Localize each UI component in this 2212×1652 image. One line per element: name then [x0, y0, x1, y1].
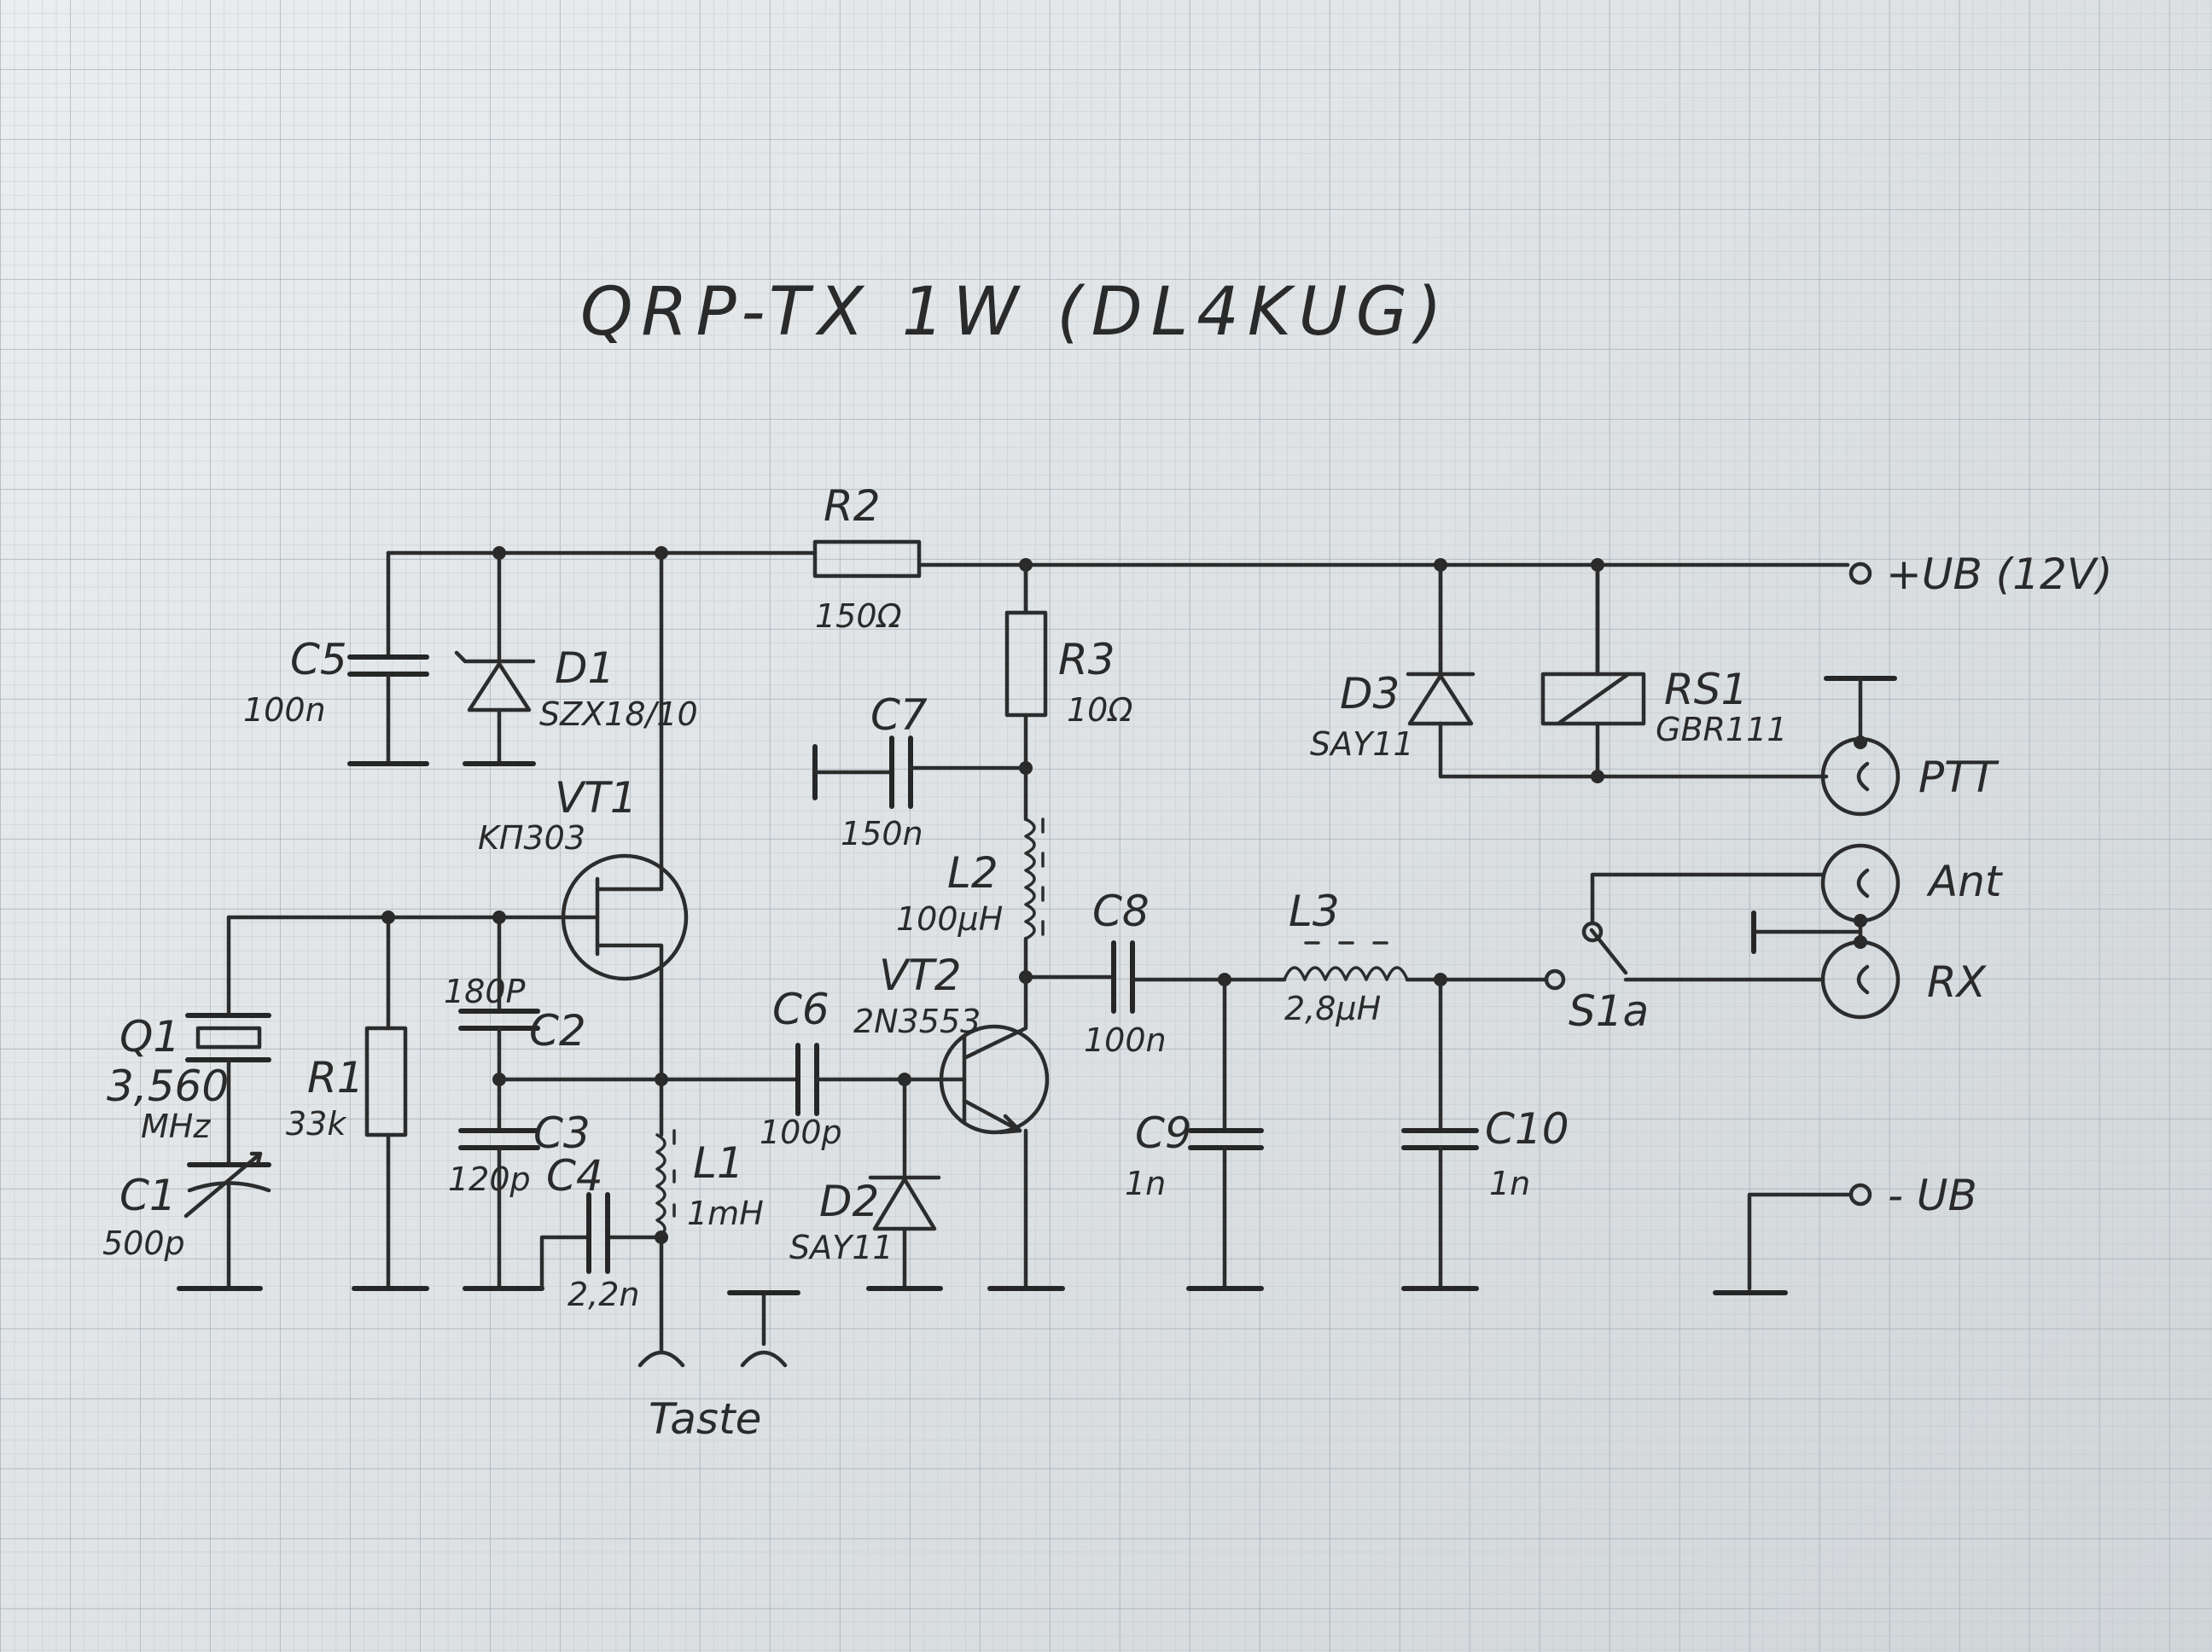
switch-s1a: S1a — [1529, 872, 1825, 1036]
rx-jack: RX — [1820, 939, 1988, 1020]
relay-rs1: RS1 GBR111 — [1540, 562, 1787, 779]
capacitor-c8: C8 100n — [1023, 887, 1287, 1059]
svg-text:2N3553: 2N3553 — [853, 1003, 981, 1040]
source-node-wires — [497, 1077, 800, 1355]
svg-text:VT2: VT2 — [879, 951, 962, 1000]
svg-text:D2: D2 — [819, 1177, 879, 1226]
svg-text:R3: R3 — [1058, 635, 1115, 684]
svg-text:L3: L3 — [1289, 887, 1340, 936]
svg-text:100n: 100n — [243, 691, 326, 729]
capacitor-c2: 180P C2 — [444, 973, 586, 1133]
resistor-r1: R1 33k — [286, 1026, 429, 1291]
supply-plus-terminal: +UB (12V) — [1848, 550, 2113, 599]
jfet-vt1: VT1 KП303 — [478, 773, 689, 1082]
svg-text:100µH: 100µH — [896, 900, 1003, 938]
svg-text:L2: L2 — [947, 848, 998, 898]
jack-ground — [1751, 910, 1867, 954]
svg-text:C9: C9 — [1135, 1108, 1192, 1158]
svg-text:D1: D1 — [555, 643, 614, 693]
svg-text:RS1: RS1 — [1664, 665, 1748, 714]
supply-minus-terminal: - UB — [1713, 1171, 1977, 1295]
inductor-l2: L2 100µH — [896, 817, 1045, 980]
svg-text:2,2n: 2,2n — [568, 1276, 640, 1313]
svg-text:100p: 100p — [760, 1114, 842, 1151]
svg-text:SZX18/10: SZX18/10 — [539, 695, 698, 733]
capacitor-c6: C6 100p — [760, 985, 907, 1151]
diode-d3: D3 SAY11 — [1310, 562, 1829, 779]
svg-text:C4: C4 — [546, 1151, 603, 1201]
svg-text:1mH: 1mH — [687, 1195, 764, 1232]
svg-text:C3: C3 — [533, 1108, 591, 1158]
svg-text:R2: R2 — [824, 481, 881, 531]
capacitor-c7: C7 150n — [812, 690, 1028, 852]
supply-plus-label: +UB (12V) — [1886, 550, 2113, 599]
svg-text:Ant: Ant — [1926, 857, 2004, 906]
svg-text:RX: RX — [1927, 957, 1988, 1007]
svg-text:500p: 500p — [102, 1224, 185, 1262]
svg-text:120p: 120p — [448, 1160, 531, 1198]
svg-text:PTT: PTT — [1918, 753, 2000, 802]
capacitor-c4: C4 2,2n — [546, 1151, 640, 1313]
trimmer-capacitor-c1: C1 500p — [102, 1151, 271, 1291]
ptt-jack: PTT — [1820, 676, 2000, 817]
svg-text:150Ω: 150Ω — [815, 597, 902, 635]
svg-text:C8: C8 — [1092, 887, 1150, 936]
svg-text:S1a: S1a — [1569, 986, 1649, 1036]
transistor-vt2: VT2 2N3553 — [853, 951, 1065, 1291]
resistor-r3: R3 10Ω — [1004, 562, 1132, 822]
svg-text:GBR111: GBR111 — [1656, 711, 1787, 748]
svg-text:VT1: VT1 — [555, 773, 637, 823]
svg-text:D3: D3 — [1340, 669, 1400, 718]
svg-text:C1: C1 — [119, 1171, 177, 1220]
capacitor-c9: C9 1n — [1125, 977, 1264, 1291]
capacitor-c3: C3 120p — [448, 1108, 591, 1291]
crystal-q1: Q1 3,560 MHz — [107, 1012, 271, 1167]
svg-text:L1: L1 — [693, 1138, 744, 1188]
zener-diode-d1: D1 SZX18/10 — [454, 643, 698, 766]
svg-text:C2: C2 — [529, 1006, 586, 1056]
svg-text:SAY11: SAY11 — [1310, 725, 1414, 763]
svg-text:180P: 180P — [444, 973, 526, 1010]
diode-d2: D2 SAY11 — [789, 1077, 943, 1291]
svg-text:10Ω: 10Ω — [1067, 691, 1132, 729]
svg-text:KП303: KП303 — [478, 819, 585, 857]
ant-jack: Ant — [1820, 843, 2004, 923]
svg-text:150n: 150n — [841, 815, 923, 852]
svg-text:3,560: 3,560 — [107, 1062, 229, 1111]
svg-text:Q1: Q1 — [119, 1012, 180, 1062]
capacitor-c5: C5 100n — [243, 635, 429, 766]
svg-text:R1: R1 — [307, 1053, 364, 1102]
key-connector: Taste — [637, 1290, 800, 1444]
capacitor-c10: C10 1n — [1401, 977, 1569, 1291]
svg-text:C5: C5 — [290, 635, 347, 684]
svg-text:C10: C10 — [1485, 1104, 1569, 1154]
svg-text:C7: C7 — [870, 690, 928, 740]
svg-text:1n: 1n — [1489, 1165, 1530, 1202]
svg-text:2,8µH: 2,8µH — [1284, 990, 1381, 1027]
gate-network — [226, 915, 566, 1031]
svg-text:33k: 33k — [286, 1105, 347, 1143]
svg-text:100n: 100n — [1084, 1021, 1167, 1059]
svg-text:MHz: MHz — [141, 1108, 211, 1145]
schematic-title: QRP-TX 1W (DL4KUG) — [580, 274, 1451, 351]
svg-text:C6: C6 — [772, 985, 830, 1034]
inductor-l3: L3 2,8µH — [1283, 887, 1534, 1027]
svg-text:- UB: - UB — [1888, 1171, 1977, 1220]
svg-text:SAY11: SAY11 — [789, 1229, 894, 1266]
inductor-l1: L1 1mH — [655, 1129, 764, 1239]
resistor-r2: R2 150Ω — [812, 481, 922, 635]
svg-text:1n: 1n — [1125, 1165, 1166, 1202]
svg-text:Taste: Taste — [649, 1394, 761, 1444]
